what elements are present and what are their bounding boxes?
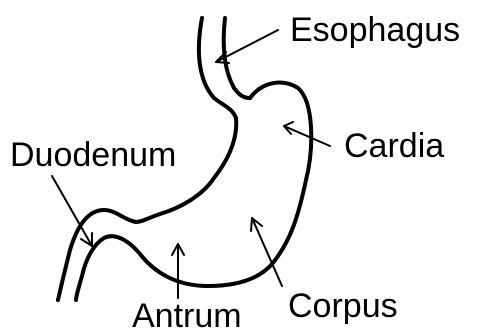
cardia-label: Cardia bbox=[344, 127, 444, 165]
duodenum-label: Duodenum bbox=[10, 136, 176, 174]
duodenum-pointer-line bbox=[52, 176, 92, 246]
corpus-label: Corpus bbox=[288, 287, 398, 325]
esophagus-right-wall bbox=[224, 18, 250, 98]
esophagus-left-wall bbox=[199, 18, 236, 118]
cardia-pointer-line bbox=[284, 126, 330, 146]
stomach-outer-wall bbox=[76, 83, 311, 300]
esophagus-label: Esophagus bbox=[290, 11, 460, 49]
antrum-label: Antrum bbox=[132, 297, 242, 330]
